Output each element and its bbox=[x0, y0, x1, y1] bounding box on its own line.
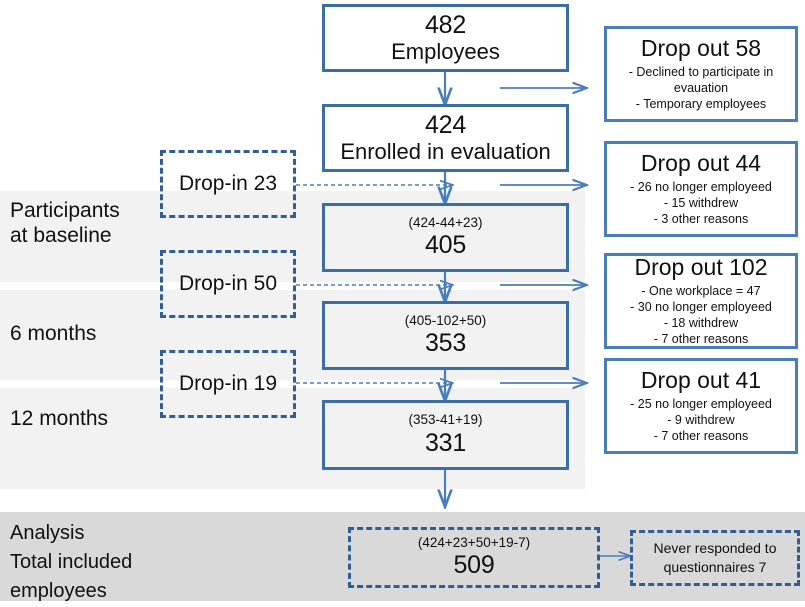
drop-out-reason: - 7 other reasons bbox=[653, 331, 749, 346]
drop-out-reason: - 18 withdrew bbox=[663, 315, 739, 330]
flow-box-calc: (424-44+23) bbox=[408, 214, 483, 230]
drop-out-reason: - One workplace = 47 bbox=[641, 283, 761, 298]
flow-box-number: 482 bbox=[424, 11, 467, 40]
stage-label-12-months: 12 months bbox=[10, 407, 109, 430]
stage-label-baseline: Participants at baseline bbox=[10, 199, 120, 247]
flow-box-number: 424 bbox=[424, 111, 467, 140]
drop-in-label: Drop-in 19 bbox=[178, 371, 278, 395]
flow-box-calc: (405-102+50) bbox=[404, 312, 487, 328]
drop-in-label: Drop-in 23 bbox=[178, 171, 278, 195]
drop-out-title: Drop out 102 bbox=[634, 254, 768, 281]
drop-out-box-102[interactable]: Drop out 102 - One workplace = 47 - 30 n… bbox=[604, 253, 798, 349]
drop-out-reason: - 15 withdrew bbox=[663, 195, 739, 210]
flow-box-number: 331 bbox=[424, 428, 467, 457]
drop-out-reason: - 9 withdrew bbox=[667, 412, 735, 427]
flow-box-6-months[interactable]: (405-102+50) 353 bbox=[322, 301, 569, 370]
drop-out-reason: - Temporary employees bbox=[635, 96, 767, 111]
drop-in-box-50[interactable]: Drop-in 50 bbox=[160, 250, 296, 318]
stage-label-6-months: 6 months bbox=[10, 322, 97, 345]
never-responded-box[interactable]: Never responded to questionnaires 7 bbox=[630, 530, 800, 586]
drop-out-reason: - 26 no longer employeed bbox=[630, 179, 772, 194]
flow-box-12-months[interactable]: (353-41+19) 331 bbox=[322, 400, 569, 470]
band-6-months bbox=[0, 290, 585, 380]
analysis-total-box[interactable]: (424+23+50+19-7) 509 bbox=[348, 527, 600, 588]
drop-out-reason: - 30 no longer employeed bbox=[630, 299, 772, 314]
drop-out-box-44[interactable]: Drop out 44 - 26 no longer employeed - 1… bbox=[604, 141, 798, 237]
drop-out-reason: evauation bbox=[673, 80, 729, 95]
drop-out-reason: - 25 no longer employeed bbox=[630, 396, 772, 411]
drop-out-reason: - 3 other reasons bbox=[653, 211, 749, 226]
analysis-total-number: 509 bbox=[453, 551, 495, 580]
drop-in-box-19[interactable]: Drop-in 19 bbox=[160, 350, 296, 418]
flow-box-enrolled[interactable]: 424 Enrolled in evaluation bbox=[322, 104, 569, 172]
flow-box-employees[interactable]: 482 Employees bbox=[322, 4, 569, 72]
flow-box-number: 353 bbox=[424, 329, 467, 358]
drop-out-title: Drop out 41 bbox=[640, 367, 762, 394]
band-baseline bbox=[0, 191, 585, 282]
drop-in-box-23[interactable]: Drop-in 23 bbox=[160, 150, 296, 218]
flow-box-label: Enrolled in evaluation bbox=[340, 139, 551, 165]
flow-box-baseline[interactable]: (424-44+23) 405 bbox=[322, 203, 569, 272]
analysis-total-calc: (424+23+50+19-7) bbox=[417, 534, 531, 550]
drop-in-label: Drop-in 50 bbox=[178, 271, 278, 295]
never-responded-line-1: Never responded to bbox=[653, 540, 777, 557]
flow-box-label: Employees bbox=[391, 39, 500, 65]
flow-box-calc: (353-41+19) bbox=[408, 412, 483, 428]
drop-out-title: Drop out 44 bbox=[640, 150, 762, 177]
flow-box-number: 405 bbox=[424, 231, 467, 260]
drop-out-box-58[interactable]: Drop out 58 - Declined to participate in… bbox=[604, 26, 798, 122]
band-12-months bbox=[0, 388, 585, 489]
never-responded-line-2: questionnaires 7 bbox=[663, 559, 767, 575]
drop-out-reason: - 7 other reasons bbox=[653, 428, 749, 443]
drop-out-box-41[interactable]: Drop out 41 - 25 no longer employeed - 9… bbox=[604, 358, 798, 454]
analysis-label: Analysis Total included employees bbox=[10, 522, 133, 602]
drop-out-title: Drop out 58 bbox=[640, 35, 762, 62]
drop-out-reason: - Declined to participate in bbox=[628, 64, 774, 79]
